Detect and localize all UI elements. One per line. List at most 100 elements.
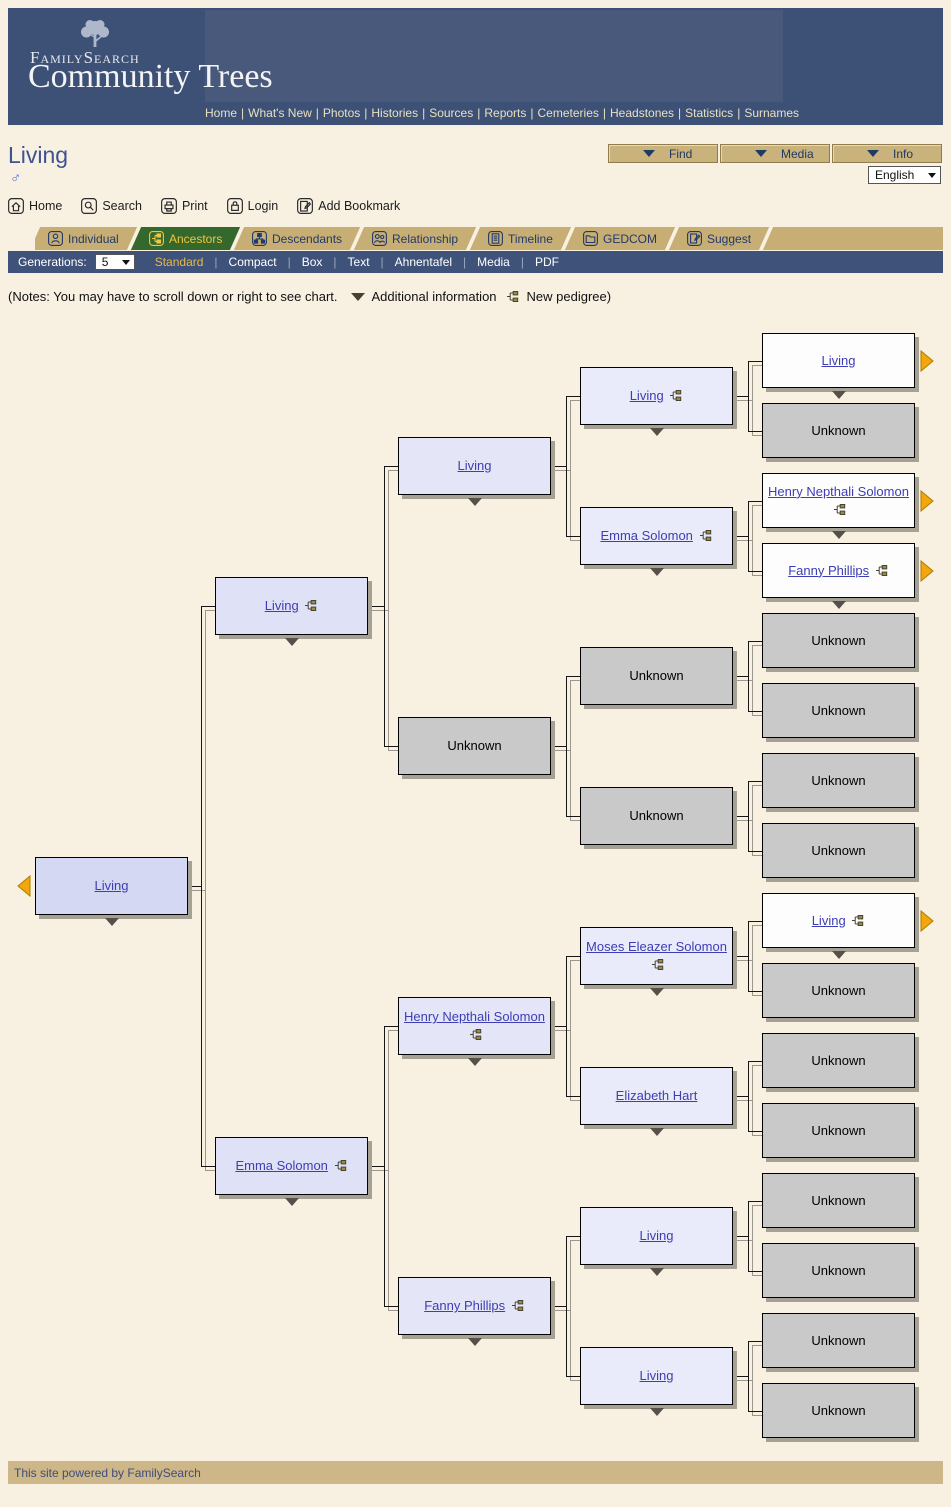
person-name[interactable]: Henry Nepthali Solomon [404, 1009, 545, 1025]
expand-caret[interactable] [831, 951, 846, 959]
navigate-right-arrow[interactable] [920, 559, 934, 587]
person-name[interactable]: Emma Solomon [600, 528, 693, 544]
tab-suggest[interactable]: Suggest [668, 227, 770, 250]
tab-label: Timeline [508, 231, 554, 246]
nav-link-photos[interactable]: Photos [322, 106, 361, 120]
view-link-compact[interactable]: Compact [228, 255, 277, 269]
generations-select[interactable]: 5 [94, 254, 135, 270]
person-name[interactable]: Emma Solomon [235, 1158, 328, 1174]
pedigree-icon[interactable] [649, 957, 665, 972]
triangle-down-icon[interactable] [350, 292, 365, 301]
view-link-media[interactable]: Media [477, 255, 510, 269]
home-button[interactable]: Home [8, 198, 62, 214]
pedigree-box-content: Living [640, 1367, 674, 1385]
pedigree-icon[interactable] [467, 1027, 483, 1042]
connector-line [551, 1306, 567, 1307]
person-name[interactable]: Henry Nepthali Solomon [768, 483, 909, 499]
new-pedigree-link[interactable]: New pedigree) [526, 289, 612, 304]
nav-link-surnames[interactable]: Surnames [744, 106, 800, 120]
info-dropdown-button[interactable]: Info [832, 144, 942, 163]
pedigree-icon[interactable] [302, 598, 318, 613]
view-link-standard[interactable]: Standard [154, 255, 204, 269]
navigate-left-arrow[interactable] [17, 874, 31, 902]
expand-caret[interactable] [649, 1408, 664, 1416]
pedigree-box: Fanny Phillips [398, 1277, 551, 1335]
pedigree-icon[interactable] [332, 1158, 348, 1173]
connector-line [388, 750, 398, 751]
tab-individual[interactable]: Individual [35, 227, 137, 250]
language-select[interactable]: English [868, 166, 941, 184]
tab-ancestors[interactable]: Ancestors [130, 227, 241, 250]
tab-relationship[interactable]: Relationship [353, 227, 477, 250]
expand-caret[interactable] [104, 918, 119, 926]
expand-caret[interactable] [467, 1058, 482, 1066]
add-bookmark-button[interactable]: Add Bookmark [297, 198, 400, 214]
connector-line [566, 536, 580, 537]
connector-line [735, 1100, 753, 1101]
additional-information-link[interactable]: Additional information [371, 289, 497, 304]
expand-caret[interactable] [649, 568, 664, 576]
print-button[interactable]: Print [161, 198, 208, 214]
pedigree-icon[interactable] [697, 528, 713, 543]
person-name[interactable]: Living [629, 388, 664, 404]
nav-link-cemeteries[interactable]: Cemeteries [537, 106, 599, 120]
pedigree-icon[interactable] [831, 502, 847, 517]
connector-line [553, 1310, 571, 1311]
navigate-right-arrow[interactable] [920, 349, 934, 377]
find-dropdown-button[interactable]: Find [608, 144, 718, 163]
nav-link-what-s-new[interactable]: What's New [248, 106, 312, 120]
expand-caret[interactable] [649, 988, 664, 996]
tab-gedcom[interactable]: GEDCOM [564, 227, 676, 250]
expand-caret[interactable] [649, 1268, 664, 1276]
person-name[interactable]: Living [821, 352, 856, 368]
tab-content: Relationship [359, 231, 471, 246]
icon-toolbar: Home Search Print Login Add Bookmark [8, 198, 419, 214]
person-name[interactable]: Fanny Phillips [788, 562, 870, 578]
pedigree-box: Living [398, 437, 551, 495]
expand-caret[interactable] [649, 1128, 664, 1136]
expand-caret[interactable] [467, 498, 482, 506]
expand-caret[interactable] [284, 638, 299, 646]
login-button[interactable]: Login [226, 198, 278, 214]
media-dropdown-button[interactable]: Media [720, 144, 830, 163]
nav-link-statistics[interactable]: Statistics [685, 106, 734, 120]
person-name[interactable]: Living [811, 912, 846, 928]
view-link-pdf[interactable]: PDF [534, 255, 559, 269]
expand-caret[interactable] [831, 601, 846, 609]
person-name[interactable]: Elizabeth Hart [615, 1088, 698, 1104]
person-name[interactable]: Living [457, 458, 492, 474]
person-name[interactable]: Living [639, 1368, 674, 1384]
person-name[interactable]: Living [94, 878, 129, 894]
tab-timeline[interactable]: Timeline [470, 227, 572, 250]
pedigree-icon[interactable] [849, 913, 865, 928]
expand-caret[interactable] [831, 531, 846, 539]
expand-caret[interactable] [284, 1198, 299, 1206]
pedigree-box-content: Living [265, 597, 319, 615]
navigate-right-arrow[interactable] [920, 909, 934, 937]
pedigree-icon[interactable] [873, 563, 889, 578]
navigate-right-arrow[interactable] [920, 489, 934, 517]
connector-line [748, 851, 762, 852]
expand-caret[interactable] [831, 391, 846, 399]
search-button[interactable]: Search [81, 198, 142, 214]
nav-link-headstones[interactable]: Headstones [610, 106, 675, 120]
connector-line [553, 470, 571, 471]
nav-link-reports[interactable]: Reports [484, 106, 527, 120]
expand-caret[interactable] [649, 428, 664, 436]
nav-link-home[interactable]: Home [205, 106, 238, 120]
view-link-ahnentafel[interactable]: Ahnentafel [394, 255, 453, 269]
person-name[interactable]: Living [639, 1228, 674, 1244]
tab-label: Ancestors [168, 231, 223, 246]
person-name[interactable]: Fanny Phillips [424, 1298, 506, 1314]
person-name[interactable]: Moses Eleazer Solomon [586, 939, 727, 955]
person-name[interactable]: Living [264, 598, 299, 614]
nav-link-histories[interactable]: Histories [371, 106, 419, 120]
page-header: FamilySearch Community Trees Home|What's… [8, 8, 943, 125]
expand-caret[interactable] [467, 1338, 482, 1346]
view-link-box[interactable]: Box [301, 255, 323, 269]
nav-link-sources[interactable]: Sources [429, 106, 474, 120]
tab-descendants[interactable]: Descendants [233, 227, 361, 250]
view-link-text[interactable]: Text [347, 255, 370, 269]
pedigree-icon[interactable] [509, 1298, 525, 1313]
pedigree-icon[interactable] [667, 388, 683, 403]
